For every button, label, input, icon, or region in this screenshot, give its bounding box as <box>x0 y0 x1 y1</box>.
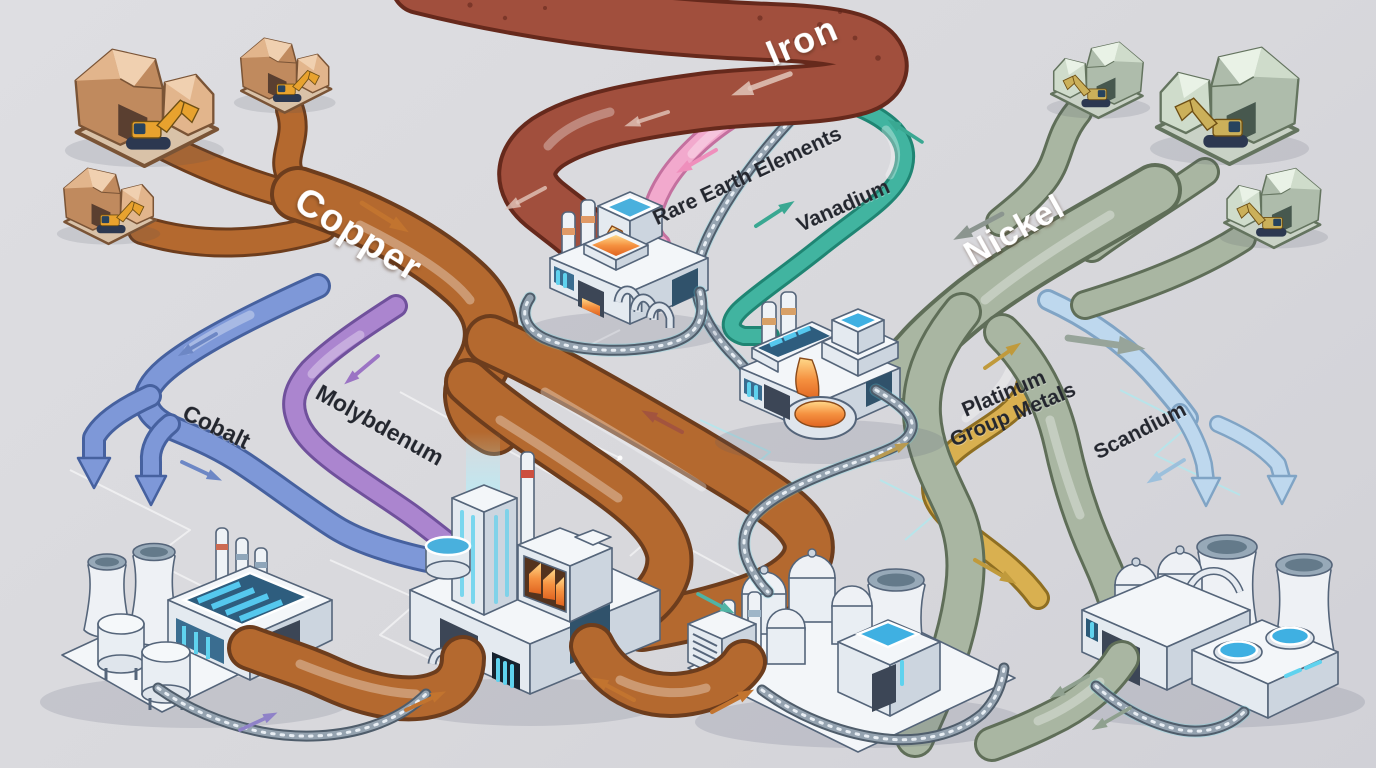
process-vat <box>1269 626 1311 646</box>
scandium-arrow-tip <box>1190 476 1222 508</box>
iron-stream <box>394 0 909 268</box>
scandium-arrow-tip <box>1266 474 1298 506</box>
iron-rust-speckles <box>467 2 881 61</box>
scandium-label: Scandium <box>1090 398 1190 464</box>
copper-stream-front <box>227 623 767 722</box>
nickel-mine-large <box>1149 47 1310 166</box>
storage-tank <box>97 613 145 680</box>
molybdenum-flow-arrow <box>340 351 382 389</box>
copper-mine-small-west <box>56 167 161 245</box>
control-building <box>837 619 941 717</box>
nickel-stream-front <box>974 640 1140 762</box>
smelter-loop-conveyor <box>518 285 709 357</box>
west-plant-conveyor <box>152 682 432 742</box>
reactor-tank <box>831 585 873 645</box>
cobalt-arrow-tip <box>76 456 112 490</box>
processing-plant-west <box>40 527 350 728</box>
east-plant-conveyor <box>1089 679 1251 738</box>
smelter-to-plant-conveyor <box>737 383 919 599</box>
furnace-hall <box>517 527 613 623</box>
vanadium-flow-arrow <box>753 196 798 231</box>
processing-plant-south <box>687 548 1025 753</box>
window-strip <box>176 618 224 664</box>
copper-stream <box>127 95 835 652</box>
glow-tower <box>451 484 518 616</box>
reactor-tank <box>766 608 806 665</box>
nickel-stream <box>868 97 1257 758</box>
secondary-smelter <box>715 291 945 464</box>
molten-basin <box>794 400 846 428</box>
smokestack <box>520 451 535 548</box>
vanadium-stream <box>721 92 916 346</box>
electrolysis-vat <box>424 535 472 580</box>
south-plant-conveyor <box>756 662 1010 746</box>
intake-hopper <box>854 620 922 649</box>
nickel-mine-small-south <box>1219 168 1329 249</box>
nickel-mine-small-west <box>1046 41 1151 119</box>
process-vat <box>1217 640 1259 660</box>
conveyor-portal <box>672 268 698 307</box>
vat-building <box>1191 619 1339 719</box>
exhaust-pipes <box>613 285 675 328</box>
door <box>872 664 896 712</box>
processing-plant-east <box>1055 534 1365 728</box>
iron-smelter <box>525 191 725 352</box>
solar-roof-panel <box>180 571 312 627</box>
cobalt-arrow-tip <box>134 474 168 507</box>
copper-mine-large <box>64 49 225 168</box>
copper-mine-small-north <box>233 37 336 114</box>
molybdenum-stream <box>282 294 472 564</box>
inlet-portal <box>764 384 790 420</box>
conveyors <box>152 285 1251 746</box>
